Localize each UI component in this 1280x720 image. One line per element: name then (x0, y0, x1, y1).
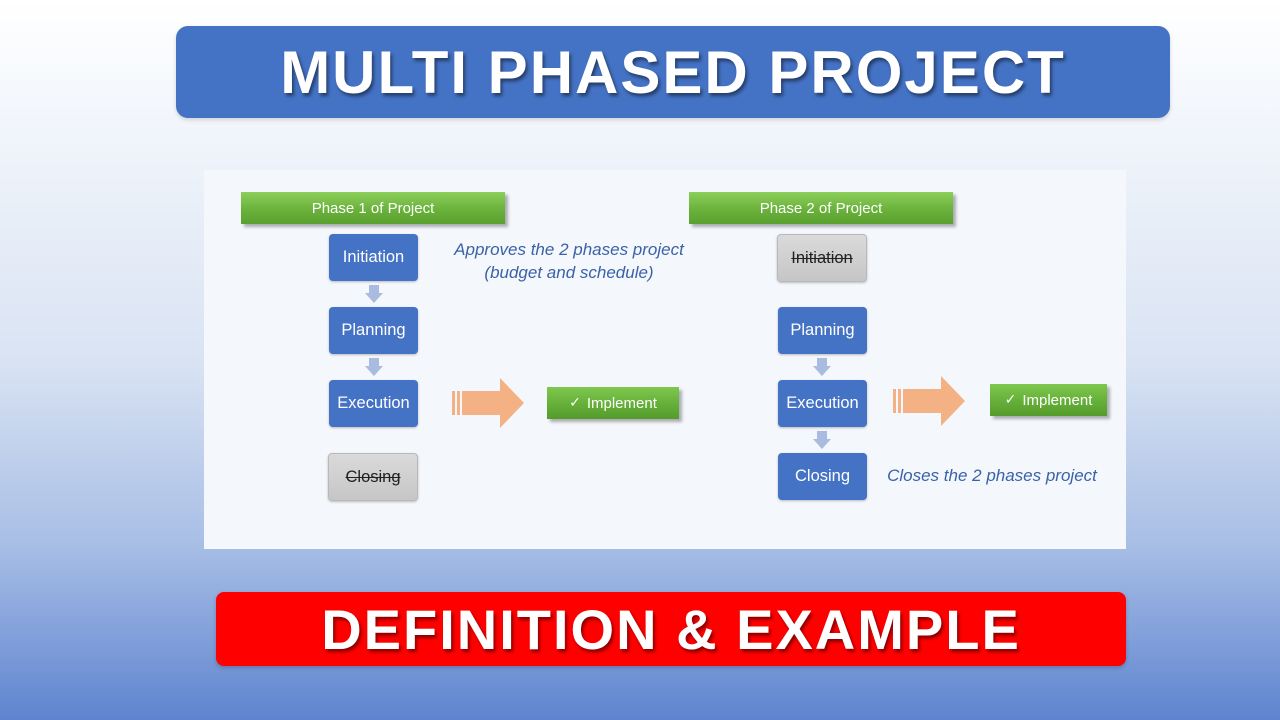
right-arrow-icon (893, 376, 965, 426)
implement-label: Implement (1022, 391, 1093, 409)
phase-1-implement: ✓ Implement (547, 387, 679, 419)
step-label: Closing (345, 467, 401, 486)
phase-1-step-execution: Execution (329, 380, 418, 427)
title-banner: MULTI PHASED PROJECT (176, 26, 1170, 118)
step-label: Closing (794, 467, 851, 485)
down-arrow-icon (365, 358, 383, 376)
phase-1-step-initiation: Initiation (329, 234, 418, 281)
phase-2-implement: ✓ Implement (990, 384, 1107, 416)
step-label: Planning (341, 321, 406, 339)
phase-2-step-initiation: Initiation (777, 234, 867, 282)
note-line: Approves the 2 phases project (454, 240, 684, 259)
phase-2-note: Closes the 2 phases project (882, 464, 1102, 487)
down-arrow-icon (365, 285, 383, 303)
diagram-panel: Phase 1 of Project Initiation Planning E… (204, 170, 1126, 549)
page-subtitle: DEFINITION & EXAMPLE (321, 597, 1021, 661)
phase-2-step-closing: Closing (778, 453, 867, 500)
check-icon: ✓ (1004, 392, 1017, 408)
step-label: Planning (790, 321, 855, 339)
check-icon: ✓ (569, 395, 581, 411)
step-label: Execution (786, 394, 859, 412)
phase-1-note: Approves the 2 phases project (budget an… (434, 238, 704, 284)
right-arrow-icon (452, 378, 524, 428)
step-label: Execution (337, 394, 410, 412)
phase-1-header: Phase 1 of Project (241, 192, 505, 224)
phase-2-step-execution: Execution (778, 380, 867, 427)
note-line: Closes the 2 phases project (887, 466, 1097, 485)
implement-label: Implement (586, 394, 657, 412)
phase-1-step-closing: Closing (328, 453, 418, 501)
note-line: (budget and schedule) (484, 263, 654, 282)
phase-2-header: Phase 2 of Project (689, 192, 953, 224)
down-arrow-icon (813, 358, 831, 376)
step-label: Initiation (791, 248, 853, 267)
step-label: Initiation (342, 248, 405, 266)
subtitle-banner: DEFINITION & EXAMPLE (216, 592, 1126, 666)
phase-2-step-planning: Planning (778, 307, 867, 354)
page-title: MULTI PHASED PROJECT (280, 38, 1066, 106)
phase-1-step-planning: Planning (329, 307, 418, 354)
down-arrow-icon (813, 431, 831, 449)
